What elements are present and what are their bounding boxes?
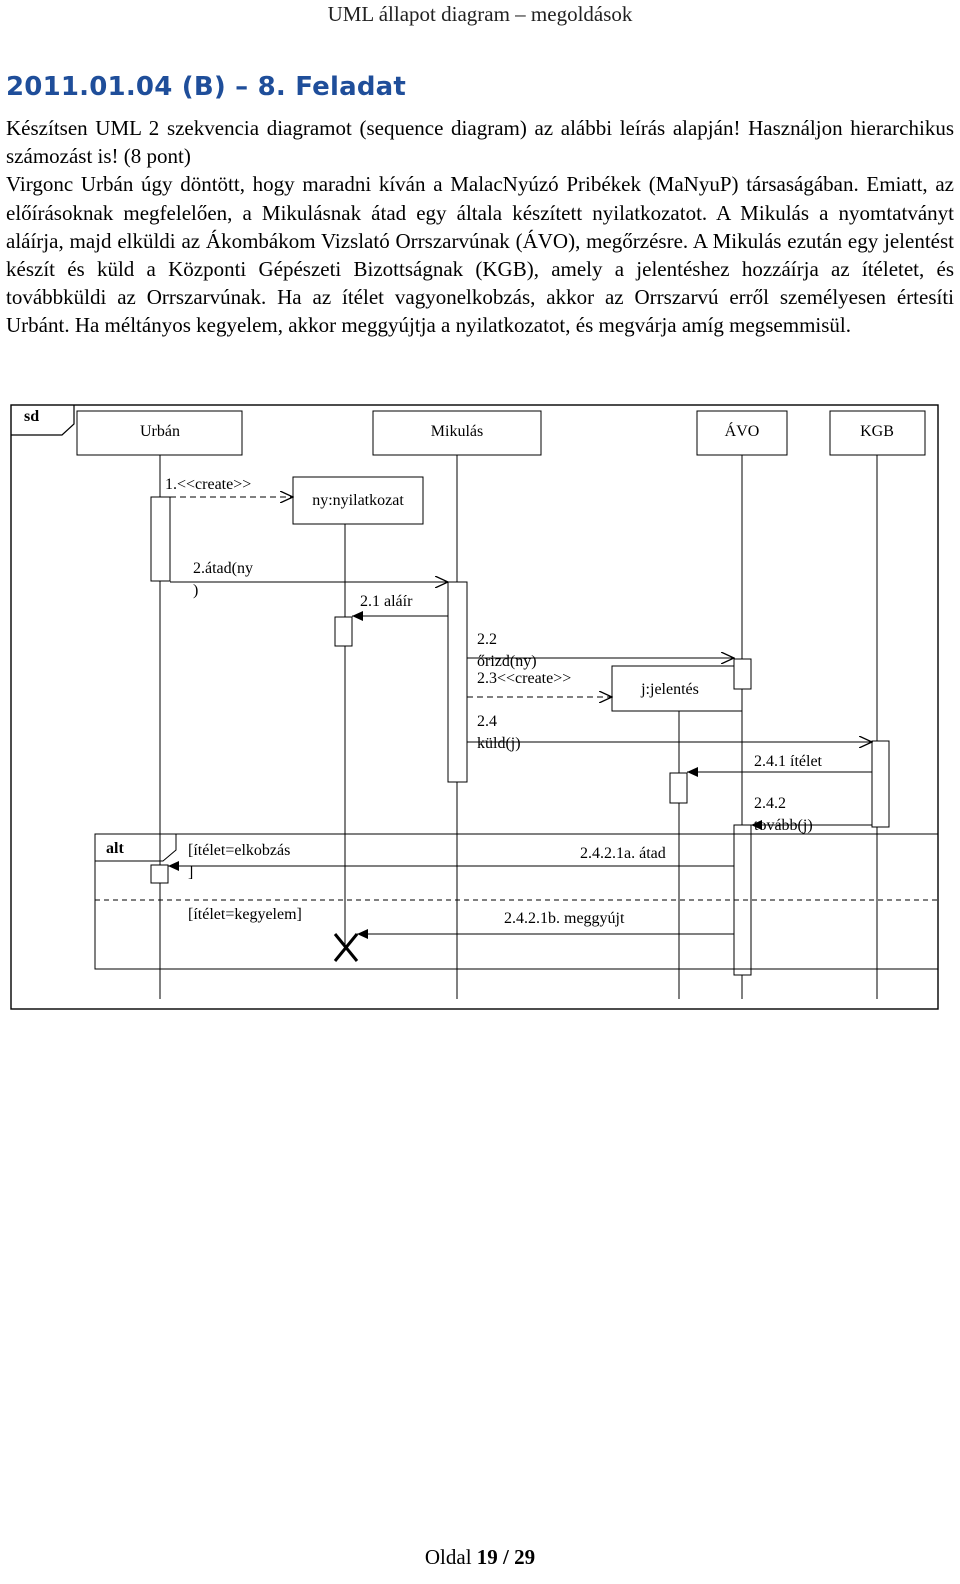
lifeline-label-kgb: KGB <box>860 423 894 440</box>
activation-nyilatkozat-alair <box>334 616 353 647</box>
message-2-4-2-label-2: tovább(j) <box>754 817 813 834</box>
alt-guard-elkobzas: [ítélet=elkobzás <box>188 842 290 859</box>
alt-fragment-tab <box>95 834 177 862</box>
object-label-nyilatkozat: ny:nyilatkozat <box>312 492 404 509</box>
lifeline-label-avo: ÁVO <box>725 421 760 440</box>
task-description: Készítsen UML 2 szekvencia diagramot (se… <box>6 114 954 340</box>
message-2-1-label: 2.1 aláír <box>360 593 413 610</box>
activation-avo-orizd <box>733 658 752 690</box>
footer-separator: / <box>497 1545 515 1569</box>
message-2-4-1-label: 2.4.1 ítélet <box>754 753 823 770</box>
task-instruction: Készítsen UML 2 szekvencia diagramot (se… <box>6 116 954 169</box>
message-1-label: 1.<<create>> <box>165 476 251 493</box>
task-heading: 2011.01.04 (B) – 8. Feladat <box>6 72 407 102</box>
task-story: Virgonc Urbán úgy döntött, hogy maradni … <box>6 172 954 338</box>
lifeline-head-kgb <box>829 410 926 456</box>
alt-guard-elkobzas-end: ] <box>188 864 193 881</box>
alt-fragment-label: alt <box>106 840 124 857</box>
alt-fragment <box>94 833 939 970</box>
destroy-marker-nyilatkozat <box>333 933 359 962</box>
lifeline-label-urban: Urbán <box>140 423 180 440</box>
lifeline-head-mikulas <box>372 410 542 456</box>
frame-label: sd <box>24 408 39 425</box>
message-2-2-label-1: 2.2 <box>477 631 497 648</box>
message-2-4-label-1: 2.4 <box>477 713 497 730</box>
page-footer: Oldal 19 / 29 <box>0 1545 960 1570</box>
sequence-diagram: sd Urbán Mikulás ÁVO KGB ny:nyilatkozat … <box>10 404 939 1010</box>
message-2-4-label-2: küld(j) <box>477 735 521 752</box>
message-2-4-2-label-1: 2.4.2 <box>754 795 786 812</box>
activation-urban <box>150 496 171 582</box>
lifeline-label-mikulas: Mikulás <box>431 423 483 440</box>
activation-urban-atad <box>150 864 169 884</box>
footer-prefix: Oldal <box>424 1545 477 1569</box>
frame-label-tab <box>11 405 75 436</box>
activation-mikulas <box>447 581 468 783</box>
footer-total: 29 <box>514 1545 536 1569</box>
message-2-label-1: 2.átad(ny <box>193 560 253 577</box>
activation-kgb <box>871 740 890 828</box>
message-2-4-2-1b-label: 2.4.2.1b. meggyújt <box>504 910 625 927</box>
message-2-3-label: 2.3<<create>> <box>477 670 571 687</box>
activation-jelentes <box>669 772 688 804</box>
message-2-4-2-1a-label: 2.4.2.1a. átad <box>580 845 666 862</box>
diagram-frame <box>10 404 939 1010</box>
page-header: UML állapot diagram – megoldások <box>327 2 633 26</box>
message-2-label-2: ) <box>193 582 198 599</box>
footer-page: 19 <box>476 1545 498 1569</box>
object-nyilatkozat <box>292 476 424 525</box>
message-2-2-label-2: őrizd(ny) <box>477 653 537 670</box>
object-label-jelentes: j:jelentés <box>640 681 699 698</box>
alt-guard-kegyelem: [ítélet=kegyelem] <box>188 906 302 923</box>
object-jelentes <box>611 665 743 712</box>
